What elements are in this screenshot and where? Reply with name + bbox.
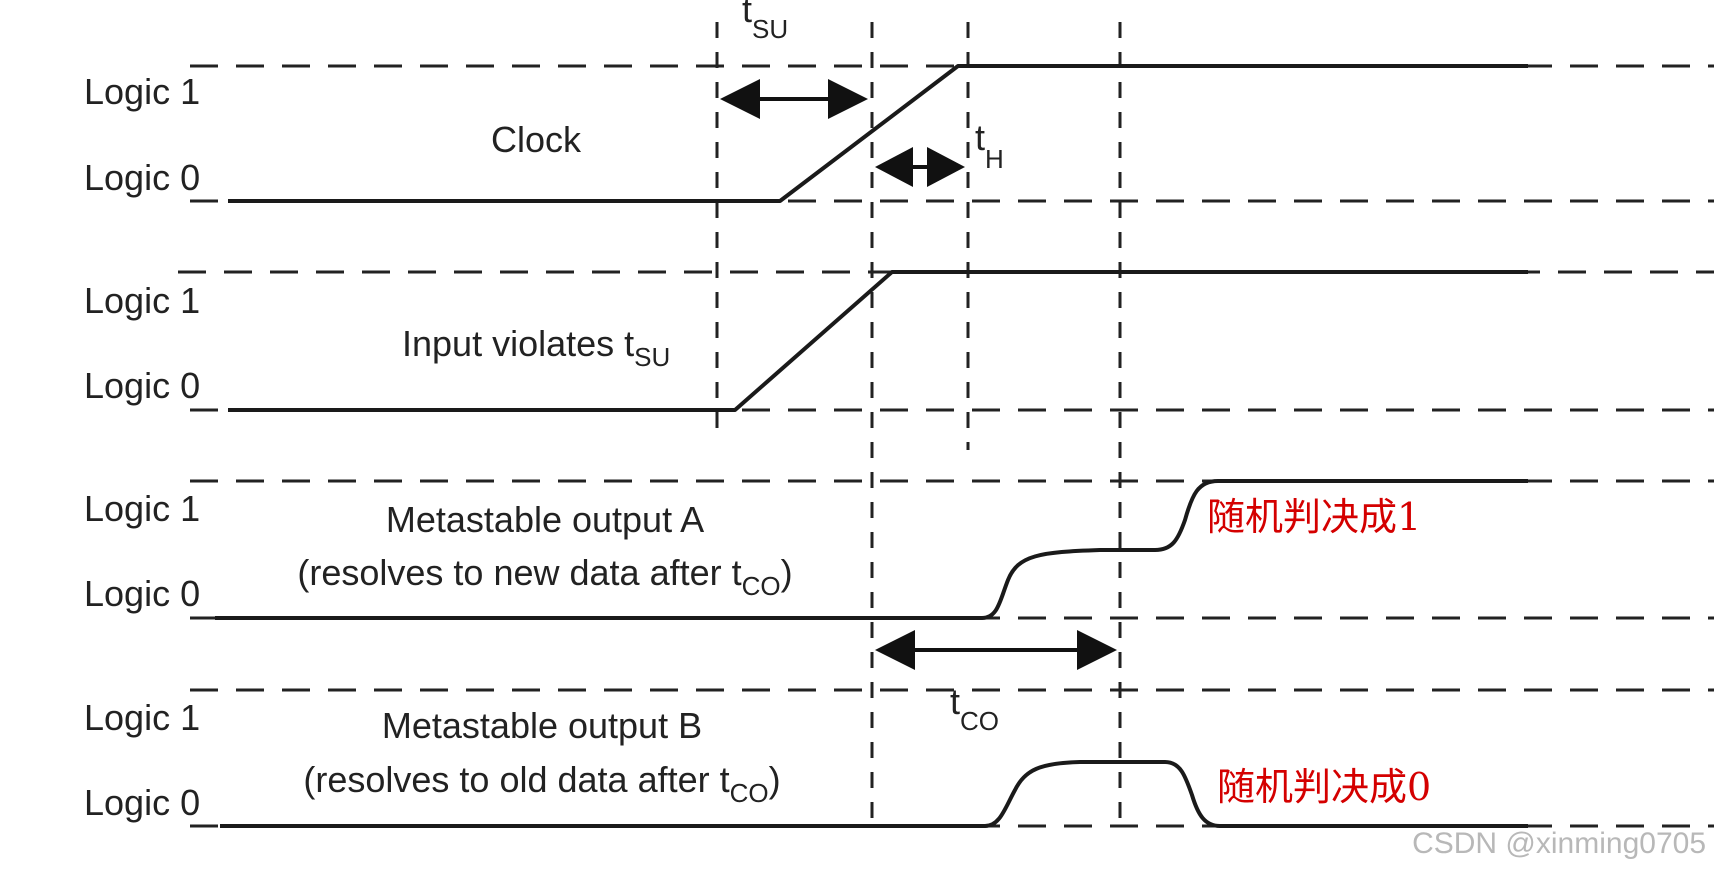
waveforms <box>215 64 1528 828</box>
csdn-watermark: CSDN @xinming0705 <box>1412 827 1706 860</box>
output-a-waveform <box>215 479 1528 620</box>
input-logic0-label: Logic 0 <box>84 365 200 406</box>
output-b-waveform <box>220 760 1528 828</box>
hold-time-label: tH <box>975 117 1004 174</box>
input-logic1-label: Logic 1 <box>84 280 200 321</box>
setup-time-arrow <box>720 79 868 119</box>
signal-names: Clock Input violates tSU Metastable outp… <box>297 119 792 808</box>
output-b-annotation: 随机判决成0 <box>1217 765 1431 809</box>
clock-logic0-label: Logic 0 <box>84 157 200 198</box>
input-name-text: Input violates t <box>402 323 634 364</box>
outa-logic0-label: Logic 0 <box>84 573 200 614</box>
level-labels: Logic 1 Logic 0 Logic 1 Logic 0 Logic 1 … <box>84 71 200 823</box>
input-signal-name: Input violates tSU <box>402 323 670 372</box>
output-a-name: Metastable output A <box>386 499 704 540</box>
output-b-note: (resolves to old data after tCO) <box>303 759 780 808</box>
input-name-subscript: SU <box>634 342 670 372</box>
timing-labels: tSU tH tCO <box>742 0 1004 736</box>
output-a-annotation: 随机判决成1 <box>1207 495 1421 539</box>
outa-logic1-label: Logic 1 <box>84 488 200 529</box>
clock-to-output-label: tCO <box>950 681 999 736</box>
output-a-note: (resolves to new data after tCO) <box>297 552 792 601</box>
clock-waveform <box>228 64 1528 203</box>
hold-time-arrow <box>875 147 965 187</box>
outb-logic0-label: Logic 0 <box>84 782 200 823</box>
output-b-name: Metastable output B <box>382 705 702 746</box>
clock-logic1-label: Logic 1 <box>84 71 200 112</box>
outb-logic1-label: Logic 1 <box>84 697 200 738</box>
clock-to-output-arrow <box>875 630 1117 670</box>
setup-time-label: tSU <box>742 0 788 44</box>
input-waveform <box>228 270 1528 412</box>
time-markers <box>715 22 1122 826</box>
clock-signal-name: Clock <box>491 119 582 160</box>
